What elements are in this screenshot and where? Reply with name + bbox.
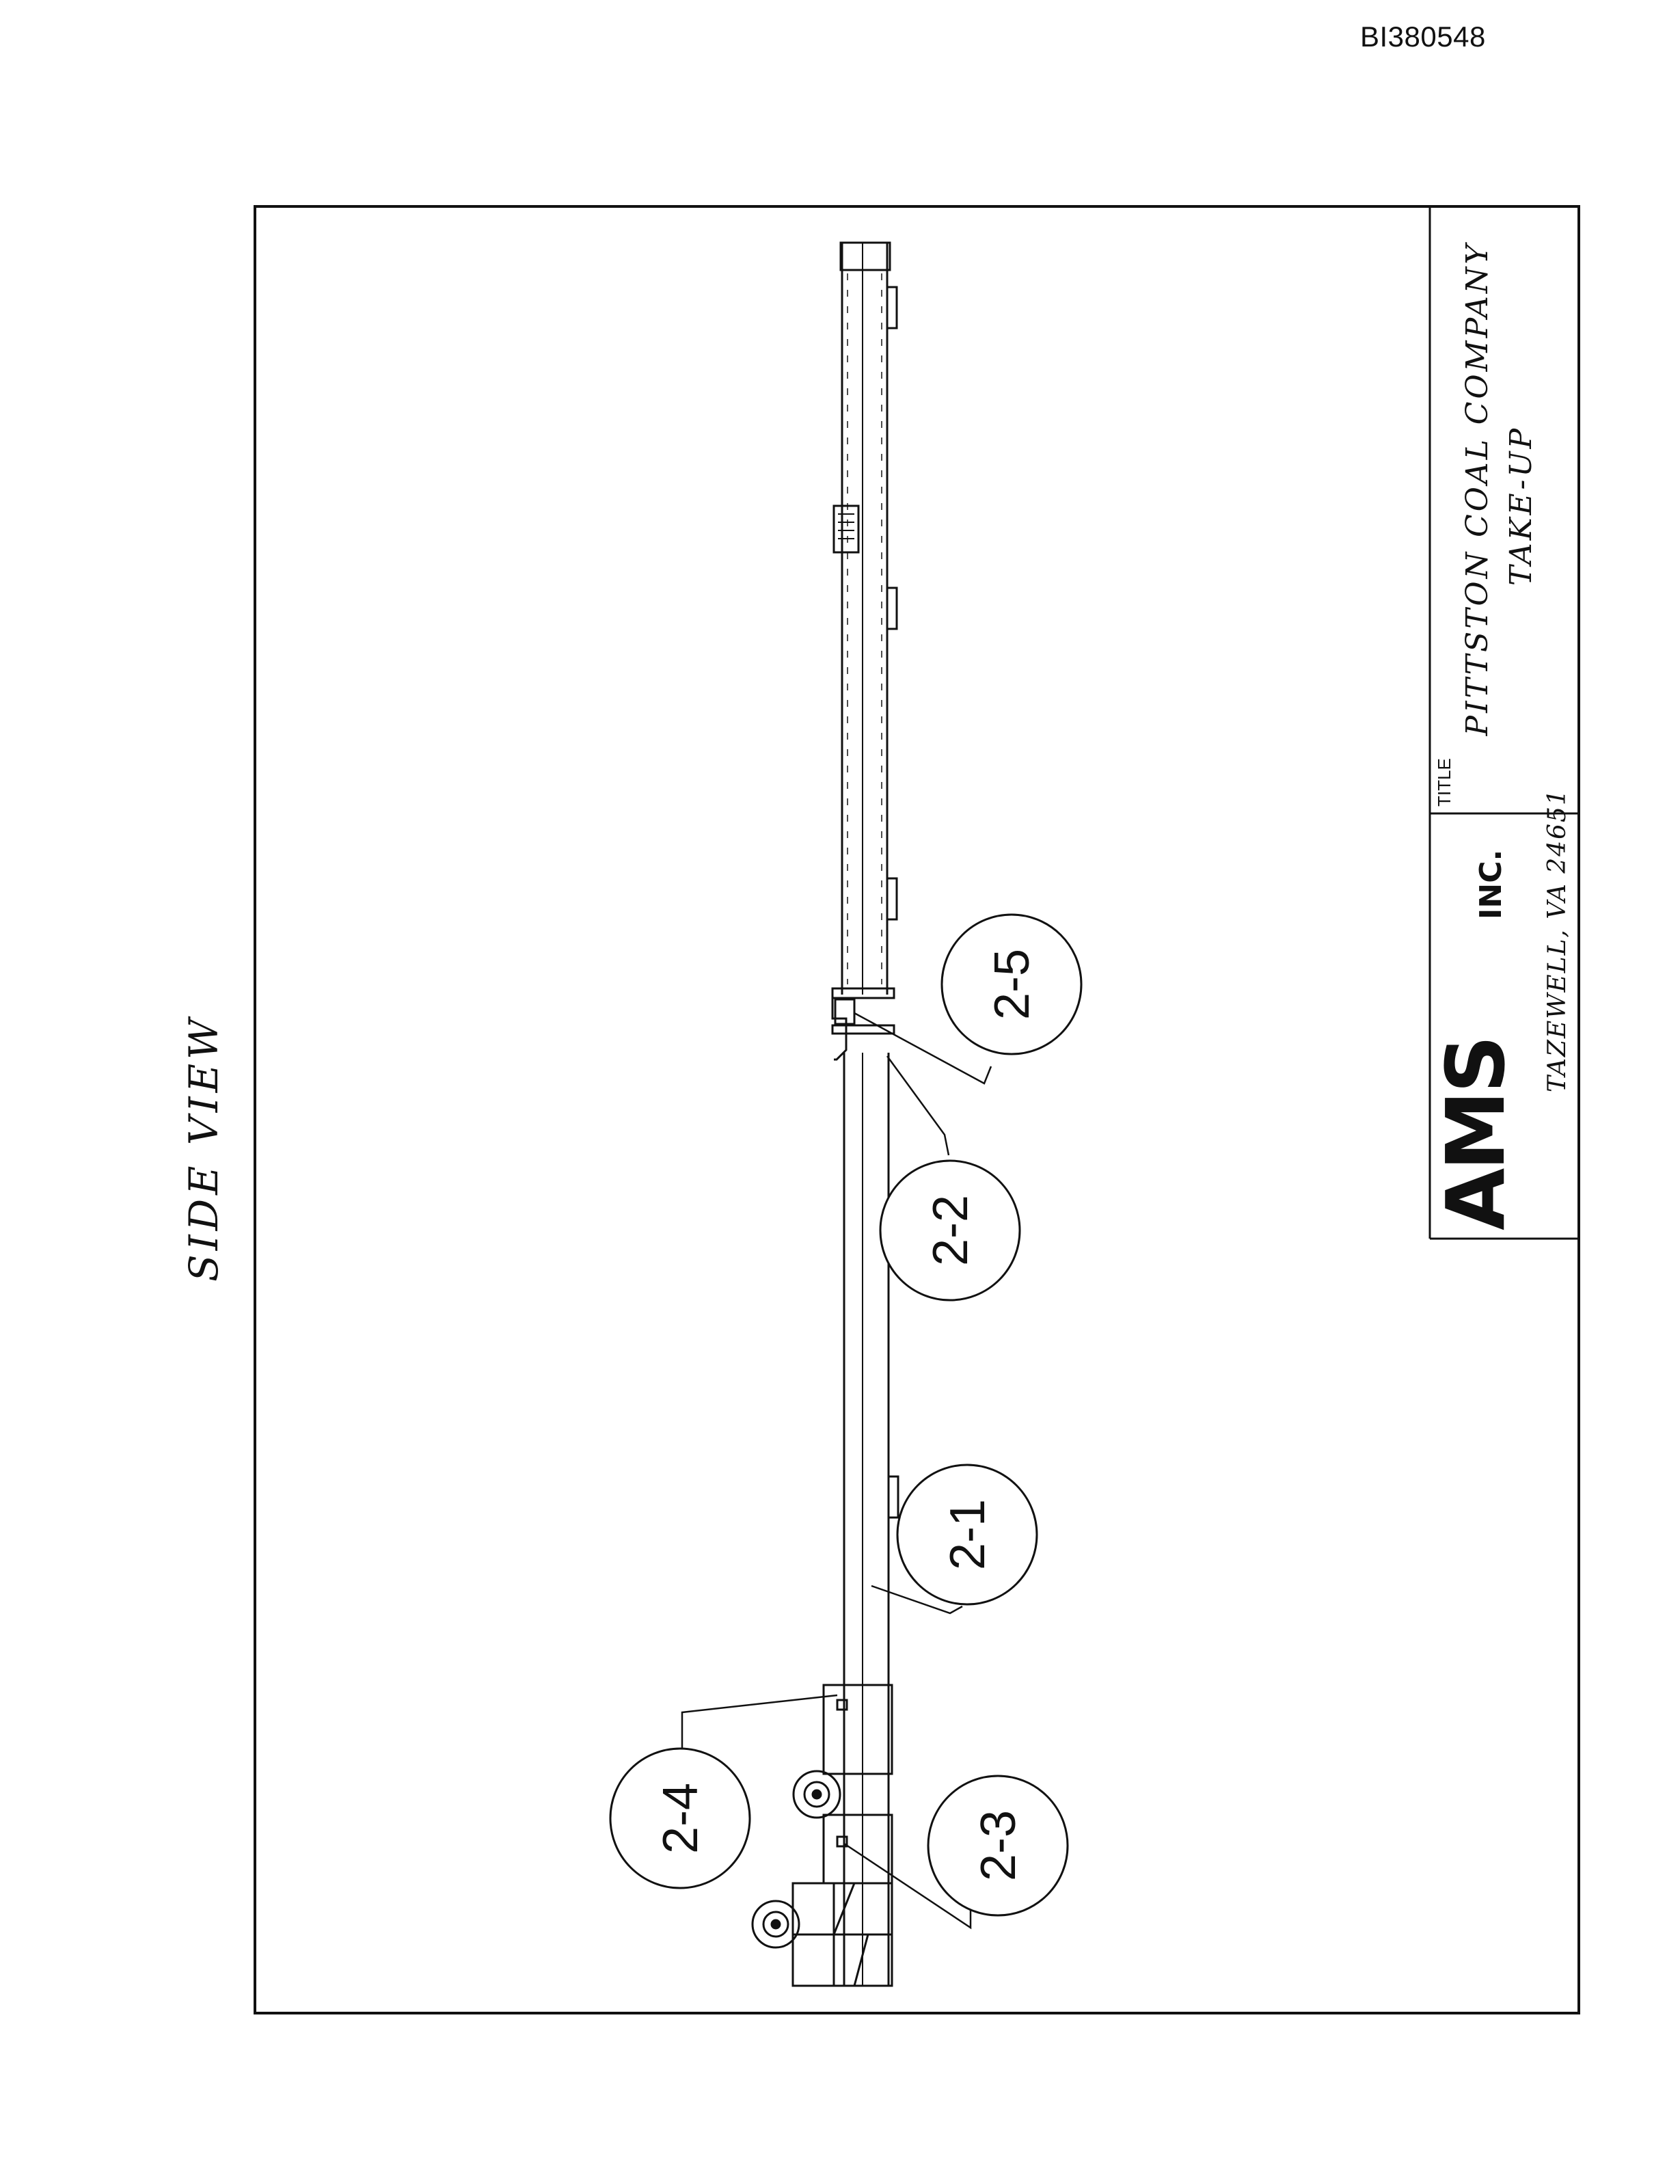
callout-2-2[interactable]: 2-2	[879, 1159, 1021, 1302]
callout-label-2-4: 2-4	[653, 1783, 708, 1854]
company-logo: AMS	[1428, 1038, 1523, 1230]
callout-label-2-3: 2-3	[971, 1810, 1026, 1881]
callout-label-2-1: 2-1	[940, 1499, 995, 1570]
drawing-border	[254, 205, 1580, 2014]
callout-label-2-5: 2-5	[985, 949, 1040, 1020]
callout-2-3[interactable]: 2-3	[927, 1775, 1069, 1917]
title-line-1: PITTSTON COAL COMPANY	[1460, 242, 1495, 737]
callout-2-5[interactable]: 2-5	[940, 913, 1083, 1055]
callouts: 2-1 2-2 2-3 2-4 2-5	[609, 913, 1083, 1917]
callout-label-2-2: 2-2	[923, 1195, 978, 1266]
title-block: TITLE PITTSTON COAL COMPANY TAKE-UP AMS …	[1428, 206, 1579, 1240]
view-title: SIDE VIEW	[180, 1014, 227, 1282]
leader-lines	[681, 1012, 992, 1930]
title-line-2: TAKE-UP	[1504, 426, 1539, 586]
document-id: BI380548	[1360, 21, 1486, 53]
conveyor-assembly	[751, 241, 899, 1987]
callout-2-1[interactable]: 2-1	[896, 1464, 1038, 1606]
company-suffix: INC.	[1474, 850, 1508, 919]
title-label: TITLE	[1434, 758, 1454, 807]
company-location: TAZEWELL, VA 24651	[1543, 788, 1571, 1092]
callout-2-4[interactable]: 2-4	[609, 1747, 751, 1889]
